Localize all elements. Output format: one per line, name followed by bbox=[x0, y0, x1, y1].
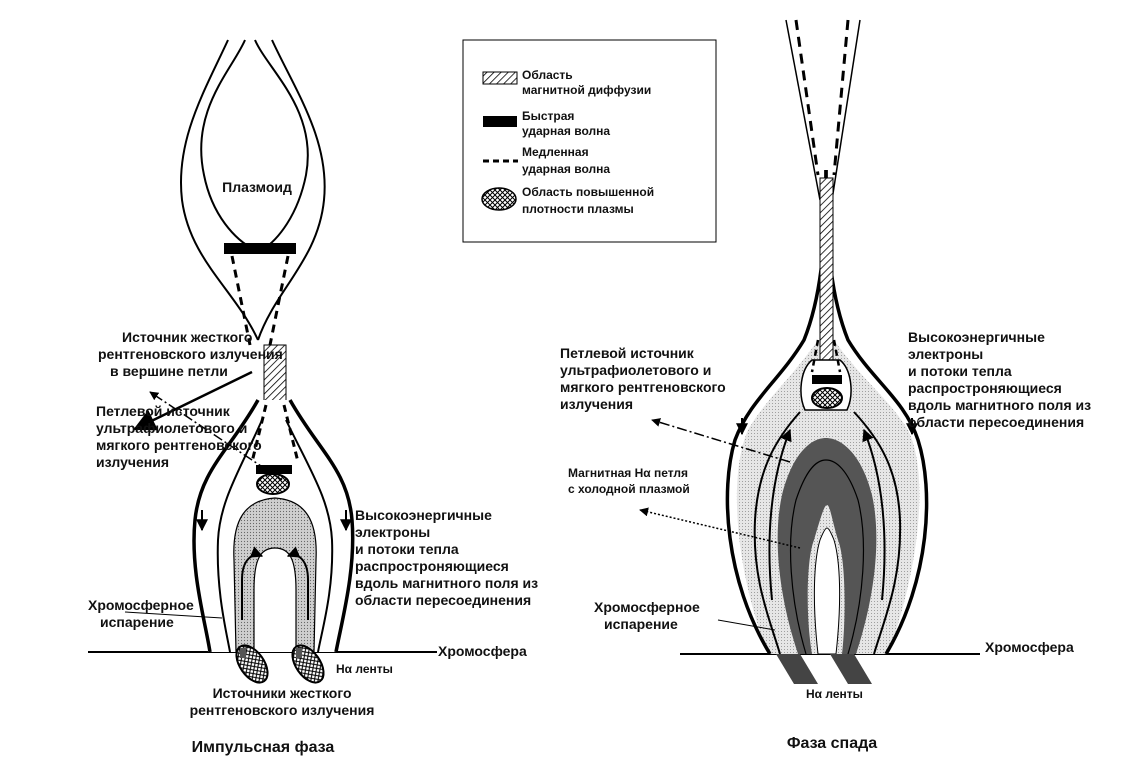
fast-shock-top-left bbox=[224, 243, 296, 254]
legend-diffusion-2: магнитной диффузии bbox=[522, 83, 651, 97]
legend-dense-2: плотности плазмы bbox=[522, 202, 634, 216]
plasmoid-right-edge bbox=[255, 40, 308, 250]
plasmoid-left-edge bbox=[201, 40, 255, 250]
legend-dense-1: Область повышенной bbox=[522, 185, 654, 199]
ha-ribbons-right-label: Hα ленты bbox=[806, 687, 863, 701]
diffusion-swatch bbox=[483, 72, 517, 84]
legend-fast-1: Быстрая bbox=[522, 109, 574, 123]
legend-slow-1: Медленная bbox=[522, 145, 589, 159]
impulsive-phase-caption: Импульсная фаза bbox=[192, 739, 335, 756]
ha-ribbon-l bbox=[240, 648, 246, 658]
ha-loop-label: Магнитная Hα петля с холодной плазмой bbox=[568, 466, 691, 496]
ha-ribbon-rr bbox=[830, 654, 872, 684]
dense-plasma-swatch bbox=[482, 188, 516, 210]
ha-ribbon-r bbox=[296, 648, 302, 658]
slow-shock-upper-r bbox=[270, 256, 288, 345]
loop-source-right-label: Петлевой источник ультрафиолетового и мя… bbox=[560, 345, 730, 412]
fast-shock-right bbox=[812, 375, 842, 384]
diffusion-region-right bbox=[820, 178, 833, 368]
fast-shock-swatch bbox=[483, 116, 517, 127]
hxr-foot-label: Источники жесткого рентгеновского излуче… bbox=[190, 685, 375, 718]
ha-ribbons-left-label: Hα ленты bbox=[336, 662, 393, 676]
legend-slow-2: ударная волна bbox=[522, 162, 610, 176]
dense-plasma-right bbox=[812, 388, 842, 408]
electrons-left-label: Высокоэнергичные электроны и потоки тепл… bbox=[355, 507, 542, 608]
legend-box: Область магнитной диффузии Быстрая ударн… bbox=[463, 40, 716, 242]
chromosphere-left-label: Хромосфера bbox=[438, 643, 527, 659]
outer-line-top-r bbox=[832, 20, 860, 200]
evap-right-label: Хромосферное испарение bbox=[594, 599, 704, 632]
ha-ribbon-rl bbox=[776, 654, 818, 684]
dense-plasma-left bbox=[257, 474, 289, 494]
legend-fast-2: ударная волна bbox=[522, 124, 610, 138]
slow-shock-top-r bbox=[834, 20, 848, 175]
electrons-right-label: Высокоэнергичные электроны и потоки тепл… bbox=[908, 329, 1095, 430]
plasmoid-label: Плазмоид bbox=[222, 179, 292, 195]
slow-shock-top-l bbox=[796, 20, 818, 175]
decay-phase-caption: Фаза спада bbox=[787, 735, 877, 752]
ha-loop-core bbox=[814, 528, 839, 654]
legend-diffusion-1: Область bbox=[522, 68, 573, 82]
outer-line-top-l bbox=[786, 20, 820, 200]
chromosphere-right-label: Хромосфера bbox=[985, 639, 1074, 655]
evap-left-label: Хромосферное испарение bbox=[88, 597, 198, 630]
